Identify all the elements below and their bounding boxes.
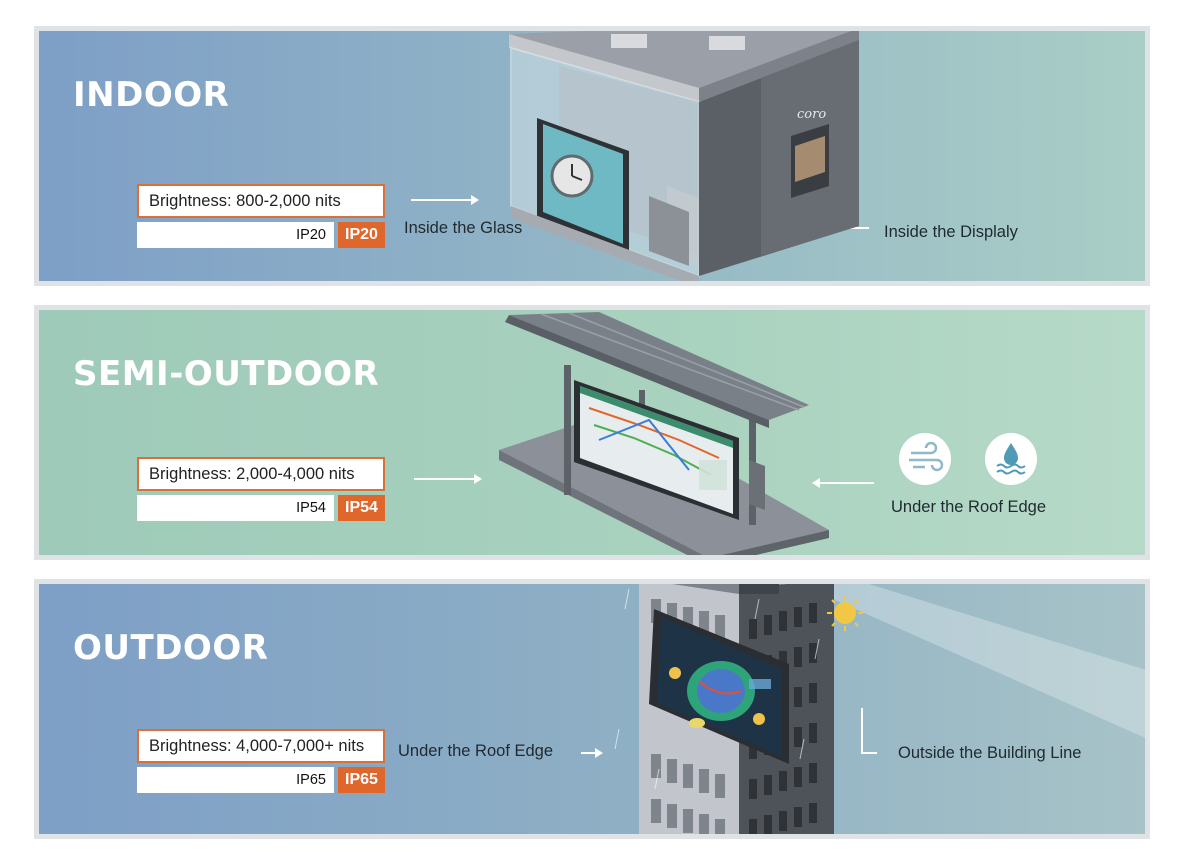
outdoor-panel: OUTDOOR Brightness: 4,000-7,000+ nits IP…: [34, 579, 1150, 839]
store-sign: coro: [797, 107, 826, 122]
wind-icon: [899, 433, 951, 485]
leader-line-vertical: [861, 708, 863, 754]
arrow-left-indicator: [812, 478, 874, 488]
arrow-right-indicator: [411, 195, 479, 205]
indoor-panel: INDOOR Brightness: 800-2,000 nits IP20 I…: [34, 26, 1150, 286]
panel-title: INDOOR: [73, 75, 230, 115]
ip-rating-code: IP20: [137, 222, 334, 248]
label-inside-display: Inside the Displaly: [884, 223, 1018, 241]
label-outside-building-line: Outside the Building Line: [898, 744, 1082, 762]
ip-rating-badge: IP54: [338, 495, 385, 521]
arrow-right-indicator: [581, 748, 603, 758]
label-under-roof-edge: Under the Roof Edge: [398, 742, 554, 760]
building-illustration: [614, 584, 834, 834]
leader-line-horizontal: [861, 752, 877, 754]
light-beam: [799, 584, 1145, 738]
ip-rating-badge: IP20: [338, 222, 385, 248]
sun-icon: [826, 594, 864, 636]
semi-outdoor-panel: SEMI-OUTDOOR Brightness: 2,000-4,000 nit…: [34, 305, 1150, 560]
ip-rating-badge: IP65: [338, 767, 385, 793]
panel-title: SEMI-OUTDOOR: [73, 354, 380, 394]
ip-rating-code: IP65: [137, 767, 334, 793]
ip-rating-code: IP54: [137, 495, 334, 521]
brightness-box: Brightness: 800-2,000 nits: [137, 184, 385, 218]
panel-title: OUTDOOR: [73, 628, 269, 668]
storefront-illustration: coro: [509, 31, 859, 281]
brightness-box: Brightness: 4,000-7,000+ nits: [137, 729, 385, 763]
bus-shelter-illustration: [499, 312, 829, 555]
arrow-right-indicator: [414, 474, 482, 484]
water-drop-icon: [985, 433, 1037, 485]
label-under-roof-edge: Under the Roof Edge: [891, 498, 1047, 516]
brightness-box: Brightness: 2,000-4,000 nits: [137, 457, 385, 491]
label-inside-glass: Inside the Glass: [404, 219, 523, 237]
